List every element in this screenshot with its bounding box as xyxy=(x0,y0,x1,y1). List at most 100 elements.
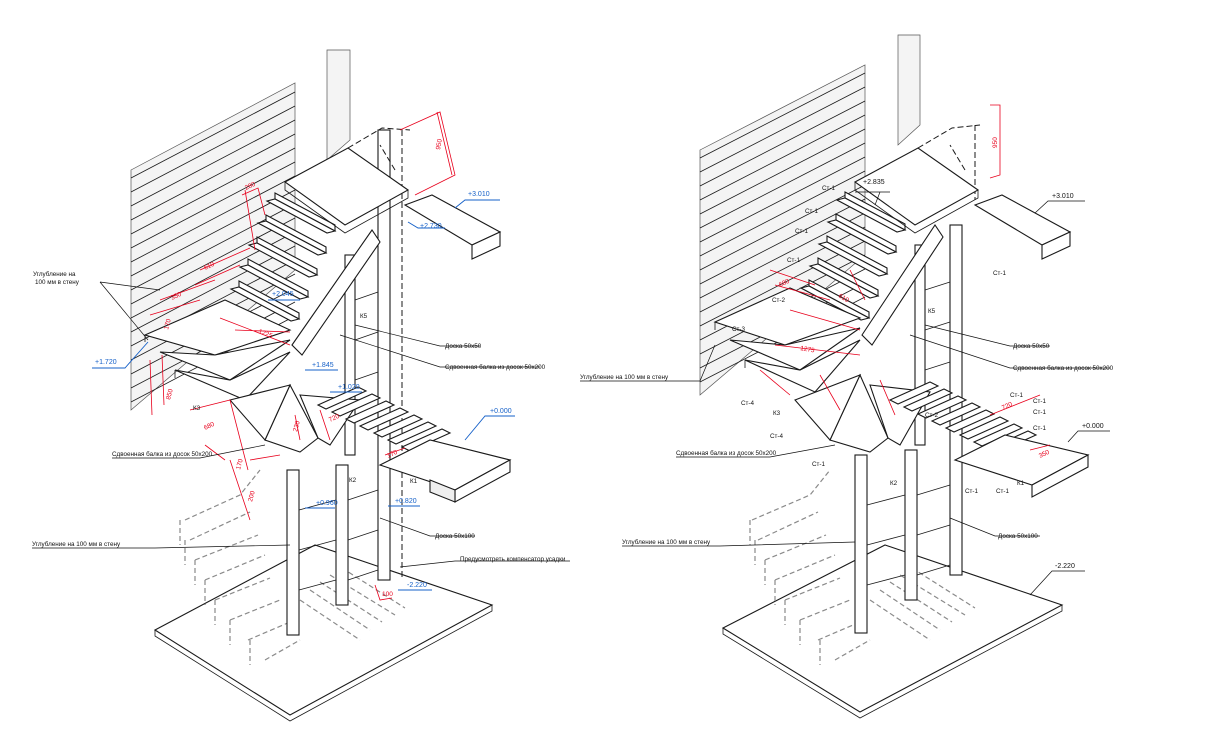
right-dim-680: 680 xyxy=(778,278,791,289)
left-note-shrink: Предусмотреть компенсатор усадки xyxy=(460,556,566,563)
right-level-2835: +2.835 xyxy=(863,179,885,186)
left-winders-upper xyxy=(143,299,292,401)
right-note-board-50x50: Доска 50х50 xyxy=(1013,343,1050,350)
stair-riser xyxy=(826,219,898,255)
stair-tread xyxy=(972,423,1024,447)
left-dim-1225: 1225 xyxy=(257,328,273,340)
stair-tread xyxy=(358,407,410,431)
right-lower-flight-dashed xyxy=(749,469,976,665)
right-base-slab xyxy=(721,544,1064,713)
right-staircase: Углубление на 100 мм в стену Доска 50х50… xyxy=(580,34,1114,719)
right-mark-st1f: Ст-1 xyxy=(993,270,1007,277)
right-mark-st1g: Ст-1 xyxy=(1010,392,1024,399)
stair-tread xyxy=(372,414,424,438)
left-marks: К5 К3 К2 К1 xyxy=(193,313,418,485)
stair-riser xyxy=(808,263,880,299)
stair-tread xyxy=(916,395,968,419)
right-mark-st1a: Ст-1 xyxy=(822,185,836,192)
right-dim-610: 610 xyxy=(837,293,850,305)
stair-tread xyxy=(944,409,996,433)
left-level-0000: +0.000 xyxy=(490,408,512,415)
stair-riser xyxy=(229,286,301,322)
left-dim-100: 100 xyxy=(382,591,393,598)
stair-riser xyxy=(238,264,310,300)
stair-riser xyxy=(256,220,328,256)
left-mark-k2: К2 xyxy=(349,477,357,484)
right-lower-flight xyxy=(888,381,1038,454)
left-note-board-50x100: Доска 50х100 xyxy=(435,533,475,540)
right-levels: +3.010 +2.835 +0.000 -2.220 xyxy=(855,179,1110,596)
left-note-recess-top-1: Углубление на xyxy=(33,270,76,278)
right-mark-st1j: Ст-1 xyxy=(1033,425,1047,432)
left-upper-flight xyxy=(229,192,337,322)
right-mark-k3: К3 xyxy=(773,410,781,417)
left-staircase: Углубление на 100 мм в стену Доска 50х50… xyxy=(32,49,570,722)
stair-tread xyxy=(330,393,382,417)
left-level-2730: +2.730 xyxy=(420,223,442,230)
right-mark-k1: К1 xyxy=(1017,480,1025,487)
left-dim-610: 610 xyxy=(203,261,216,272)
left-dim-170: 170 xyxy=(163,318,173,331)
right-marks: Ст-1 Ст-1 Ст-1 Ст-1 Ст-2 Ст-3 Ст-4 К3 Ст… xyxy=(732,185,1047,495)
left-dimensions xyxy=(149,111,456,601)
left-levels: +3.010 +2.730 +2.045 +1.720 +1.845 +1.02… xyxy=(92,191,515,591)
left-dim-720: 720 xyxy=(328,413,341,424)
left-level-3010: +3.010 xyxy=(468,191,490,198)
right-mark-st3: Ст-3 xyxy=(732,326,746,333)
left-dim-350: 350 xyxy=(170,291,183,302)
left-upper-beam xyxy=(403,194,502,246)
right-upper-flight xyxy=(799,191,907,321)
left-base-slab xyxy=(153,544,494,716)
stair-tread xyxy=(902,388,954,412)
right-notes: Углубление на 100 мм в стену Доска 50х50… xyxy=(580,324,1114,547)
left-level-1720: +1.720 xyxy=(95,359,117,366)
left-level-1020: +1.020 xyxy=(338,384,360,391)
right-level-3010: +3.010 xyxy=(1052,193,1074,200)
left-level-0820: +0.820 xyxy=(395,498,417,505)
left-dim-170c: 170 xyxy=(386,449,399,460)
right-dim-labels: 950 680 610 1275 350 720 xyxy=(778,137,1051,460)
right-mark-st1h: Ст-1 xyxy=(1033,398,1047,405)
left-dim-280: 280 xyxy=(244,181,257,192)
left-dim-labels: 950 280 610 350 170 1225 850 680 170 200… xyxy=(163,138,444,598)
right-note-board-50x100: Доска 50х100 xyxy=(998,533,1038,540)
left-level-1845: +1.845 xyxy=(312,362,334,369)
stair-tread xyxy=(930,402,982,426)
right-upper-beam xyxy=(973,194,1072,246)
stair-tread xyxy=(400,428,452,452)
right-mark-st2a: Ст-2 xyxy=(772,297,786,304)
stair-tread xyxy=(344,400,396,424)
right-dim-720: 720 xyxy=(1001,401,1014,412)
left-mark-k3: К3 xyxy=(193,405,201,412)
left-note-recess-top-2: 100 мм в стену xyxy=(35,279,80,286)
right-mark-st1c: Ст-1 xyxy=(795,228,809,235)
stair-tread xyxy=(316,386,368,410)
left-dim-680: 680 xyxy=(203,421,216,432)
left-level-m2220: -2.220 xyxy=(407,582,427,589)
stair-tread xyxy=(958,416,1010,440)
right-mark-st4a: Ст-4 xyxy=(741,400,755,407)
left-note-recess-bottom: Углубление на 100 мм в стену xyxy=(32,540,121,548)
right-level-0000: +0.000 xyxy=(1082,423,1104,430)
left-dim-200: 200 xyxy=(247,490,257,503)
right-dim-350: 350 xyxy=(1038,449,1051,460)
left-dim-170b: 170 xyxy=(235,458,245,471)
left-mark-k1: К1 xyxy=(410,478,418,485)
right-note-recess-top: Углубление на 100 мм в стену xyxy=(580,373,669,381)
left-dim-230: 230 xyxy=(292,420,302,433)
left-notes: Углубление на 100 мм в стену Доска 50х50… xyxy=(32,270,570,568)
right-mark-st1d: Ст-1 xyxy=(787,257,801,264)
left-level-0960: +0.960 xyxy=(316,500,338,507)
right-dim-1275: 1275 xyxy=(800,345,816,354)
right-note-beam-bottom: Сдвоенная балка из досок 50х200 xyxy=(676,449,777,457)
right-mark-k5: К5 xyxy=(928,308,936,315)
right-mark-k2: К2 xyxy=(890,480,898,487)
right-winders-upper xyxy=(713,287,862,393)
left-lower-flight xyxy=(316,386,452,452)
stair-riser xyxy=(265,198,337,234)
right-mark-st4b: Ст-4 xyxy=(770,433,784,440)
right-mark-st1l: Ст-1 xyxy=(996,488,1010,495)
left-lower-flight-dashed xyxy=(179,469,406,665)
right-dim-950: 950 xyxy=(992,137,999,148)
stair-riser xyxy=(817,241,889,277)
